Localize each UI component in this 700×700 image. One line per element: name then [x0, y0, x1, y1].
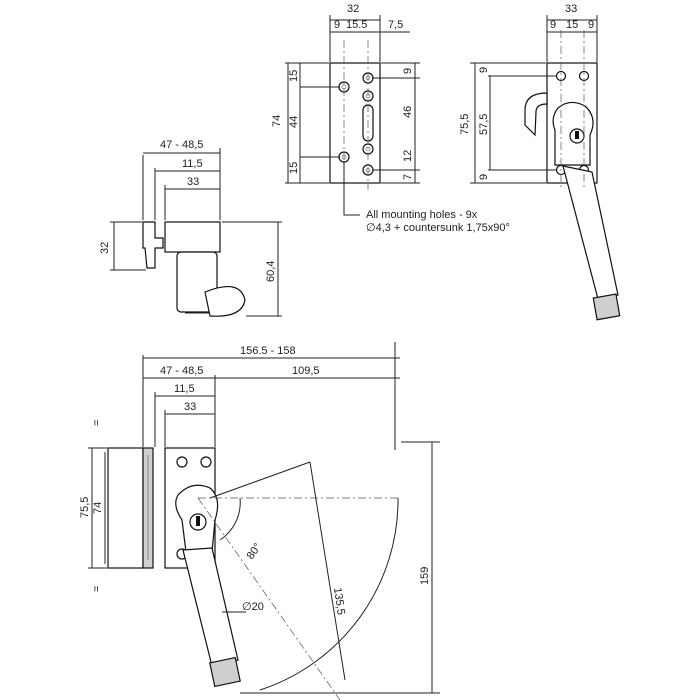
side-lever [142, 221, 164, 269]
handle-end-cap [592, 293, 621, 321]
sweep-arc [259, 497, 399, 691]
dim-label: 9 [478, 174, 490, 180]
angle-arc [219, 497, 241, 541]
dim-label: 32 [347, 3, 359, 15]
bottom-rotation-view [88, 342, 440, 700]
bottom-handle-grip [182, 547, 239, 667]
dim-label: 60,4 [265, 261, 277, 282]
dim-label: 156.5 - 158 [240, 345, 296, 357]
dim-label: 33 [187, 176, 199, 188]
dim-label: 74 [92, 502, 104, 514]
dim-label: 74 [271, 115, 283, 127]
dim-label: 9 [334, 19, 340, 31]
angle-label: 80° [245, 541, 264, 562]
dim-label: 15 [288, 70, 300, 82]
dim-label: 57,5 [478, 114, 490, 135]
dim-label: 9 [478, 67, 490, 73]
dim-label: 159 [419, 567, 431, 585]
dim-label: 7,5 [388, 19, 403, 31]
dim-label: 109,5 [292, 365, 320, 377]
dim-label: 75,5 [459, 114, 471, 135]
mounting-note-line2: ∅4,3 + countersunk 1,75x90° [366, 222, 510, 234]
side-view [110, 148, 282, 317]
dim-label: 32 [99, 242, 111, 254]
dim-label: 9 [550, 19, 556, 31]
dim-label: 44 [288, 116, 300, 128]
side-body-top [164, 221, 221, 253]
dim-label: 9 [588, 19, 594, 31]
dim-label: 47 - 48,5 [160, 365, 203, 377]
dim-label: 12 [402, 150, 414, 162]
dim-label: 9 [402, 68, 414, 74]
hook [524, 92, 548, 137]
handle-grip [562, 165, 619, 300]
dim-label: 15 [566, 19, 578, 31]
mounting-note-line1: All mounting holes - 9x [366, 209, 478, 221]
frame-block [107, 447, 144, 569]
dim-label: 7 [402, 174, 414, 180]
equal-mark: = [91, 420, 103, 426]
bottom-handle-end-cap [209, 656, 241, 688]
dim-label: 46 [402, 106, 414, 118]
dim-label: 15 [288, 162, 300, 174]
dim-label: ∅20 [242, 601, 264, 613]
dim-label: 75,5 [79, 497, 91, 518]
dim-label: 11,5 [182, 158, 203, 170]
side-grip [204, 285, 246, 317]
front-plate-view [285, 15, 420, 216]
dim-label: 15.5 [346, 19, 367, 31]
handle-front-view [470, 15, 621, 321]
dim-label: 33 [565, 3, 577, 15]
equal-mark: = [91, 586, 103, 592]
dim-label: 11,5 [174, 383, 195, 395]
dim-label: 47 - 48,5 [160, 139, 203, 151]
dim-label: 135,5 [331, 587, 347, 616]
dim-label: 33 [184, 401, 196, 413]
